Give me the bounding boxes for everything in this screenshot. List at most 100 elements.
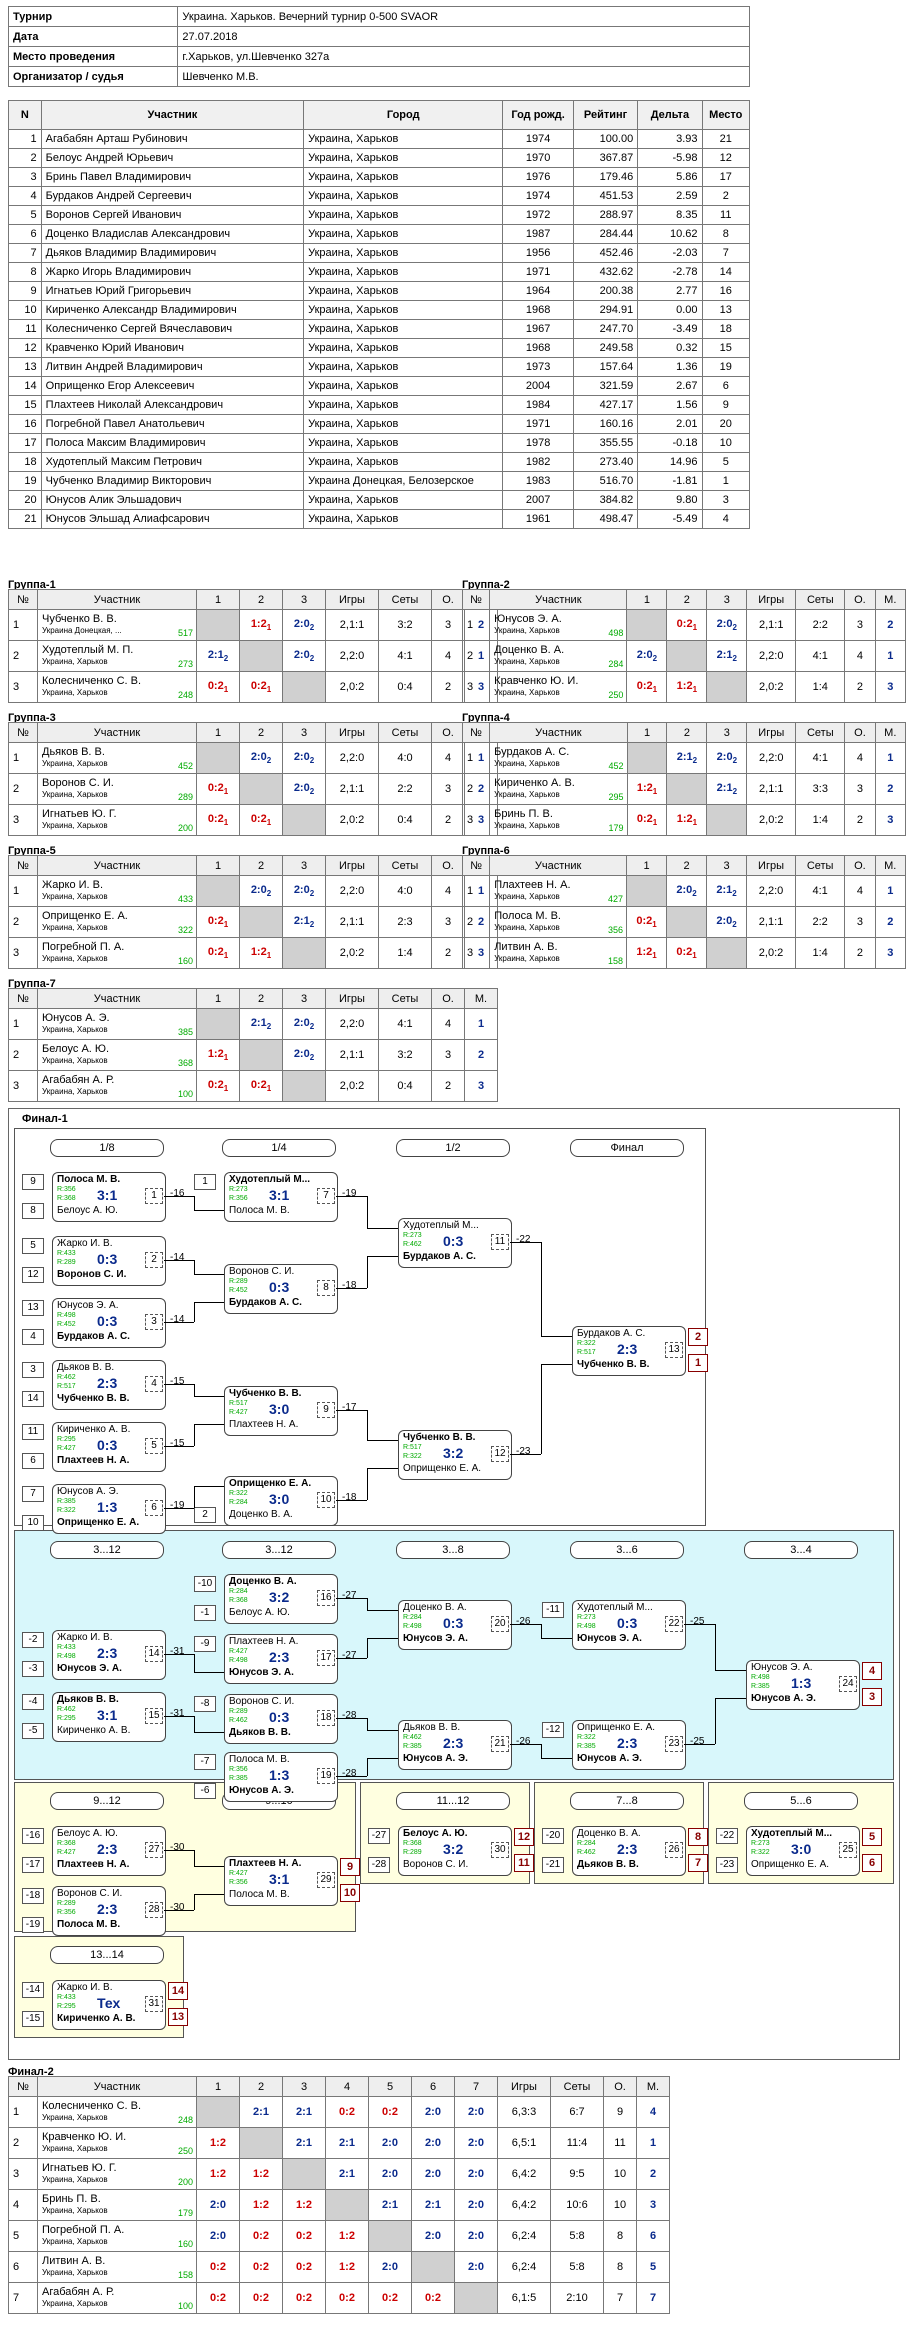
group-games: 2,1:1 bbox=[325, 773, 379, 805]
group-sets: 1:4 bbox=[795, 937, 846, 969]
match-score: 0:3 bbox=[269, 1709, 290, 1725]
match-score: 0:3 bbox=[443, 1233, 464, 1249]
match-rating-top: R:273 bbox=[229, 1186, 248, 1193]
group-sets: 1:4 bbox=[795, 671, 846, 703]
group-points: 4 bbox=[431, 742, 465, 774]
match-rating-bottom: R:517 bbox=[57, 1383, 76, 1390]
player-cell: Кравченко Юрий Иванович bbox=[40, 338, 305, 358]
group-header-cell: Игры bbox=[325, 589, 379, 610]
group-player-city: Украина, Харьков bbox=[42, 821, 108, 830]
group-sets: 4:1 bbox=[795, 742, 846, 774]
match-player-top: Воронов С. И. bbox=[229, 1266, 295, 1277]
group-score-points: 1 bbox=[652, 787, 658, 797]
group-score-points: 1 bbox=[223, 818, 229, 828]
player-cell: 2004 bbox=[502, 376, 574, 396]
player-cell: 247.70 bbox=[572, 319, 639, 339]
player-cell: 1974 bbox=[502, 186, 574, 206]
group-points: 2 bbox=[844, 671, 876, 703]
group-points: 4 bbox=[844, 640, 876, 672]
group-score: 1:2 bbox=[676, 812, 693, 825]
player-cell: 9 bbox=[701, 395, 751, 415]
group-points: 3 bbox=[431, 906, 465, 938]
bracket-line bbox=[367, 1228, 398, 1229]
player-cell: Плахтеев Николай Александрович bbox=[40, 395, 305, 415]
final-place: 1 bbox=[688, 1354, 708, 1372]
group-player-city: Украина, Харьков bbox=[494, 821, 560, 830]
group-header-cell: 3 bbox=[282, 722, 326, 743]
bracket-line bbox=[367, 1730, 398, 1731]
group-place: 2 bbox=[874, 773, 906, 805]
match-player-top: Полоса М. В. bbox=[57, 1174, 121, 1185]
group-player-city: Украина, Харьков bbox=[494, 923, 560, 932]
group-score-points: 2 bbox=[309, 889, 315, 899]
match-score: 2:3 bbox=[97, 1645, 118, 1661]
group-player-rating: 433 bbox=[177, 894, 193, 904]
match-rating-top: R:322 bbox=[229, 1490, 248, 1497]
final2-score-cell: 2:0 bbox=[196, 2220, 240, 2252]
group-place: 1 bbox=[464, 1008, 498, 1040]
group-score-cell: 0:21 bbox=[196, 773, 240, 805]
group-player-name: Белоус А. Ю. bbox=[42, 1043, 110, 1055]
bracket-line bbox=[541, 1336, 572, 1337]
group-player-city: Украина, Харьков bbox=[42, 1056, 108, 1065]
final2-sets: 5:8 bbox=[550, 2251, 604, 2283]
group-score: 2:0 bbox=[293, 1047, 310, 1060]
match-rating-top: R:498 bbox=[751, 1674, 770, 1681]
final-place: 2 bbox=[688, 1328, 708, 1346]
match-player-bottom: Чубченко В. В. bbox=[57, 1393, 130, 1404]
final2-points: 10 bbox=[603, 2158, 637, 2190]
group-score-cell: 2:12 bbox=[196, 640, 240, 672]
match-number: 16 bbox=[317, 1590, 335, 1606]
final2-score-cell: 0:2 bbox=[368, 2282, 412, 2314]
final2-points: 7 bbox=[603, 2282, 637, 2314]
bracket-seed: 2 bbox=[194, 1507, 216, 1523]
match-rating-bottom: R:295 bbox=[57, 1715, 76, 1722]
group-score-cell: 0:21 bbox=[196, 671, 240, 703]
match-score: 0:3 bbox=[269, 1279, 290, 1295]
bracket-line bbox=[541, 1242, 542, 1336]
group-points: 3 bbox=[431, 609, 465, 641]
group-sets: 3:2 bbox=[378, 609, 432, 641]
group-player-rating: 250 bbox=[608, 690, 624, 700]
final2-player-rating: 160 bbox=[177, 2239, 193, 2249]
group-place: 3 bbox=[874, 937, 906, 969]
bracket-line bbox=[194, 1894, 224, 1895]
final2-row-num: 5 bbox=[8, 2220, 38, 2252]
final2-points: 10 bbox=[603, 2189, 637, 2221]
match-score: 2:3 bbox=[97, 1375, 118, 1391]
bracket-seed: 5 bbox=[22, 1238, 44, 1254]
group-games: 2,1:1 bbox=[746, 906, 797, 938]
match-score: 3:1 bbox=[97, 1187, 118, 1203]
bracket-line bbox=[194, 1486, 195, 1508]
group-score-points: 1 bbox=[223, 951, 229, 961]
bracket-seed: -18 bbox=[22, 1888, 44, 1904]
group-place: 1 bbox=[874, 742, 906, 774]
final2-score-cell: 1:2 bbox=[196, 2158, 240, 2190]
group-player-rating: 160 bbox=[177, 956, 193, 966]
match-rating-bottom: R:356 bbox=[229, 1195, 248, 1202]
final-place: 4 bbox=[862, 1662, 882, 1680]
player-cell: Худотеплый Максим Петрович bbox=[40, 452, 305, 472]
group-games: 2,1:1 bbox=[746, 773, 797, 805]
group-score-cell: 0:21 bbox=[626, 804, 668, 836]
bracket-seed: 11 bbox=[22, 1424, 44, 1440]
match-rating-bottom: R:295 bbox=[57, 2003, 76, 2010]
final2-score-cell: 2:1 bbox=[282, 2096, 326, 2128]
group-header-cell: 1 bbox=[196, 722, 240, 743]
match-rating-bottom: R:356 bbox=[229, 1879, 248, 1886]
match-number: 15 bbox=[145, 1708, 163, 1724]
